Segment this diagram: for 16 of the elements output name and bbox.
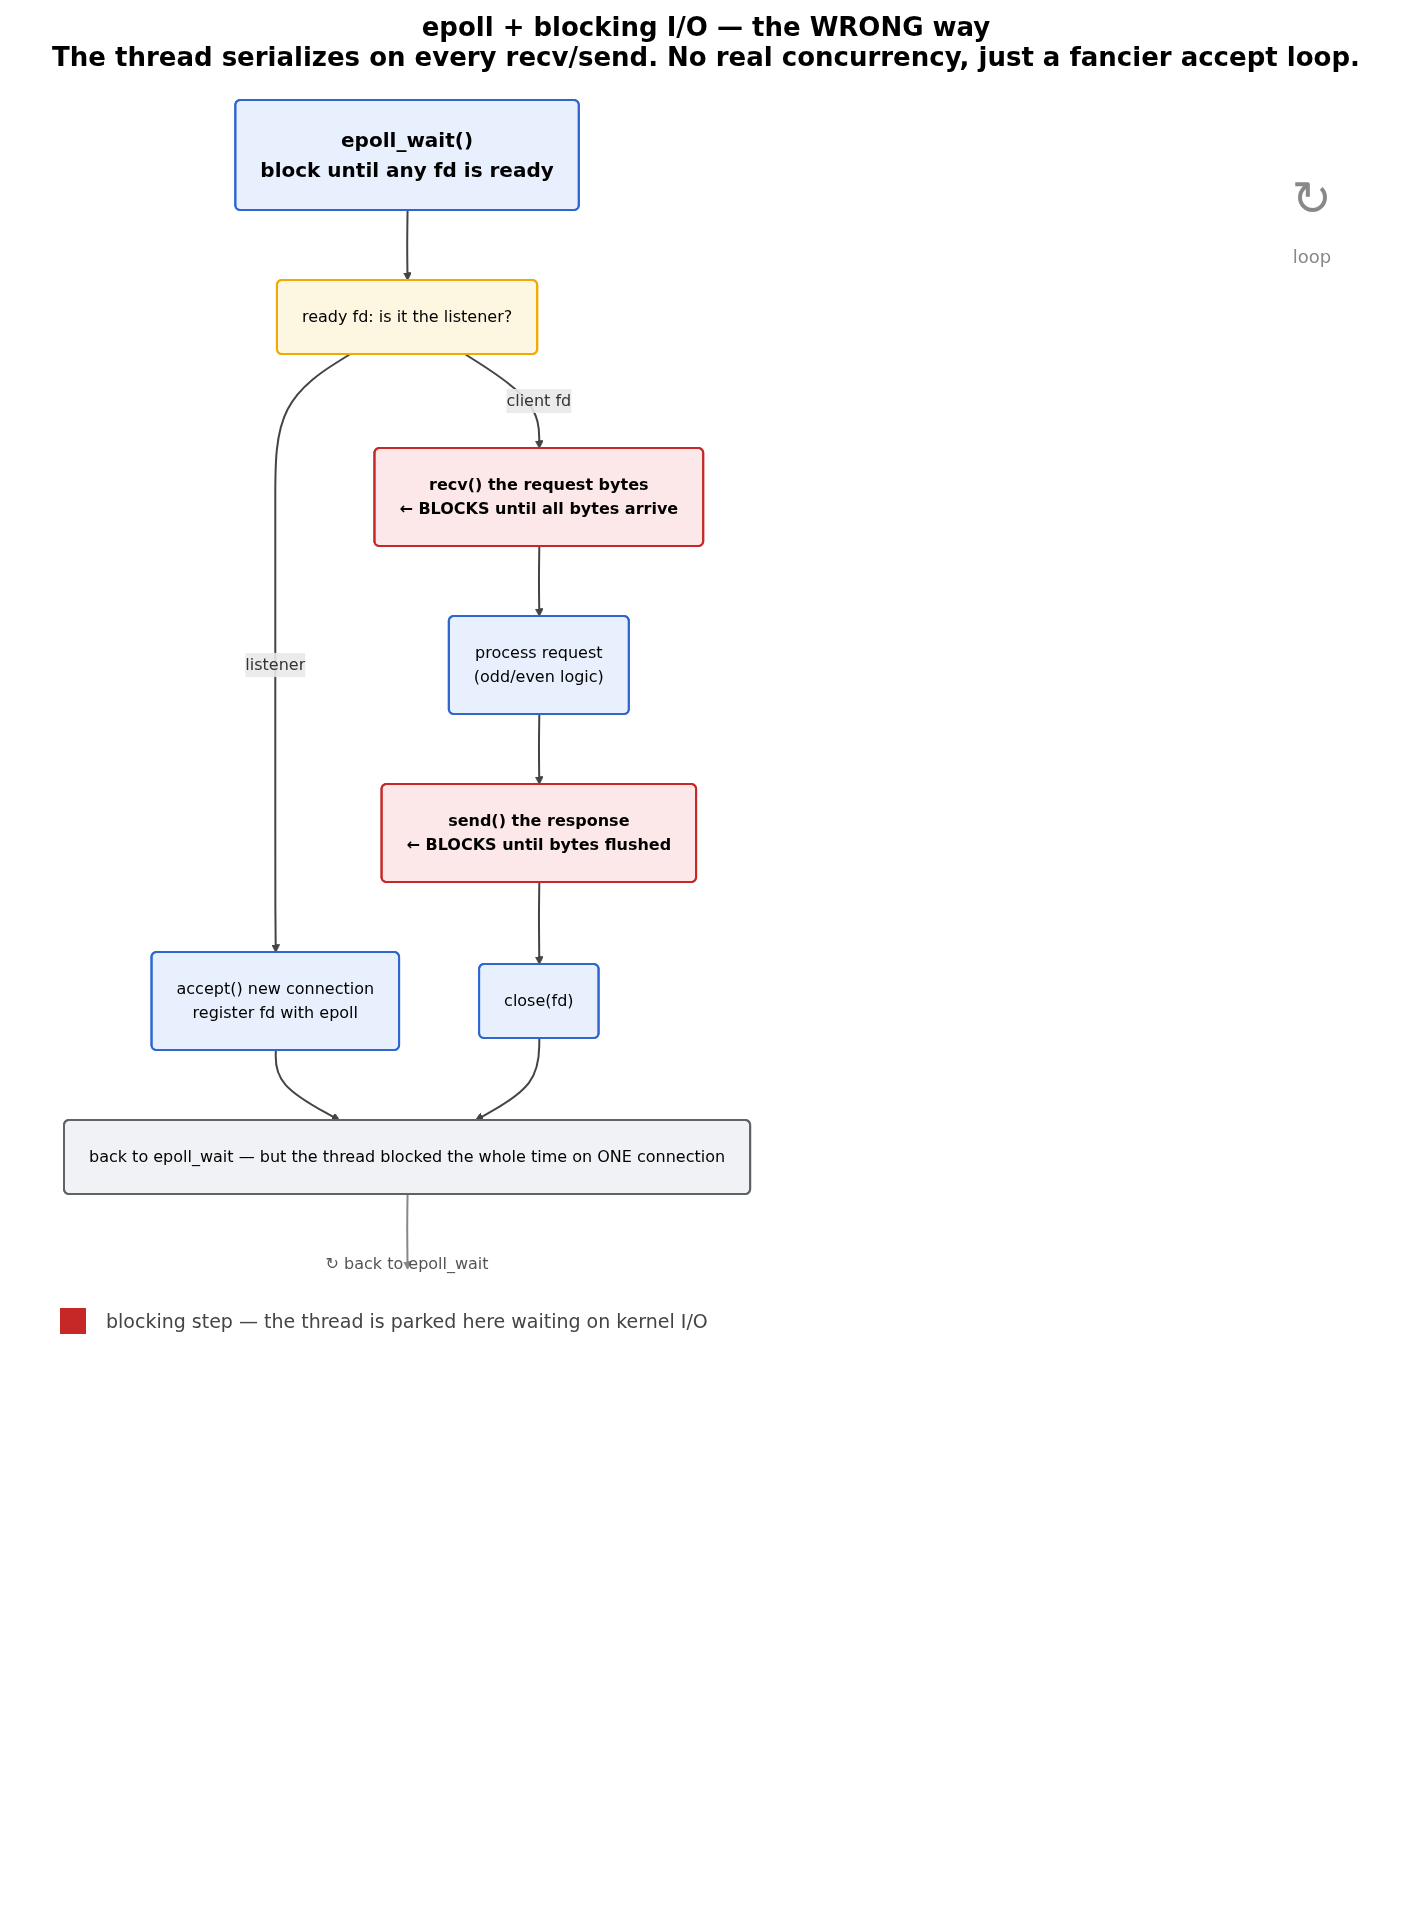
edge-label: listener	[245, 655, 306, 674]
loop-icon: ↻	[1291, 170, 1332, 226]
title: epoll + blocking I/O — the WRONG way	[420, 12, 992, 42]
subtitle: The thread serializes on every recv/send. No real concurrency, just a fancier accept loop.	[51, 42, 1361, 72]
arrow	[534, 545, 544, 617]
note-label: loop	[1291, 246, 1332, 267]
node-text: ↻ back to epoll_wait	[325, 1254, 489, 1273]
arrow	[403, 1193, 412, 1270]
arrow	[271, 353, 351, 953]
arrow	[534, 881, 544, 965]
arrow	[474, 1037, 541, 1121]
arrow	[403, 209, 412, 281]
edge-label: client fd	[506, 391, 572, 410]
arrow	[274, 1049, 341, 1121]
legend-text: blocking step — the thread is parked here waiting on kernel I/O	[106, 1310, 708, 1332]
arrow	[534, 713, 544, 785]
